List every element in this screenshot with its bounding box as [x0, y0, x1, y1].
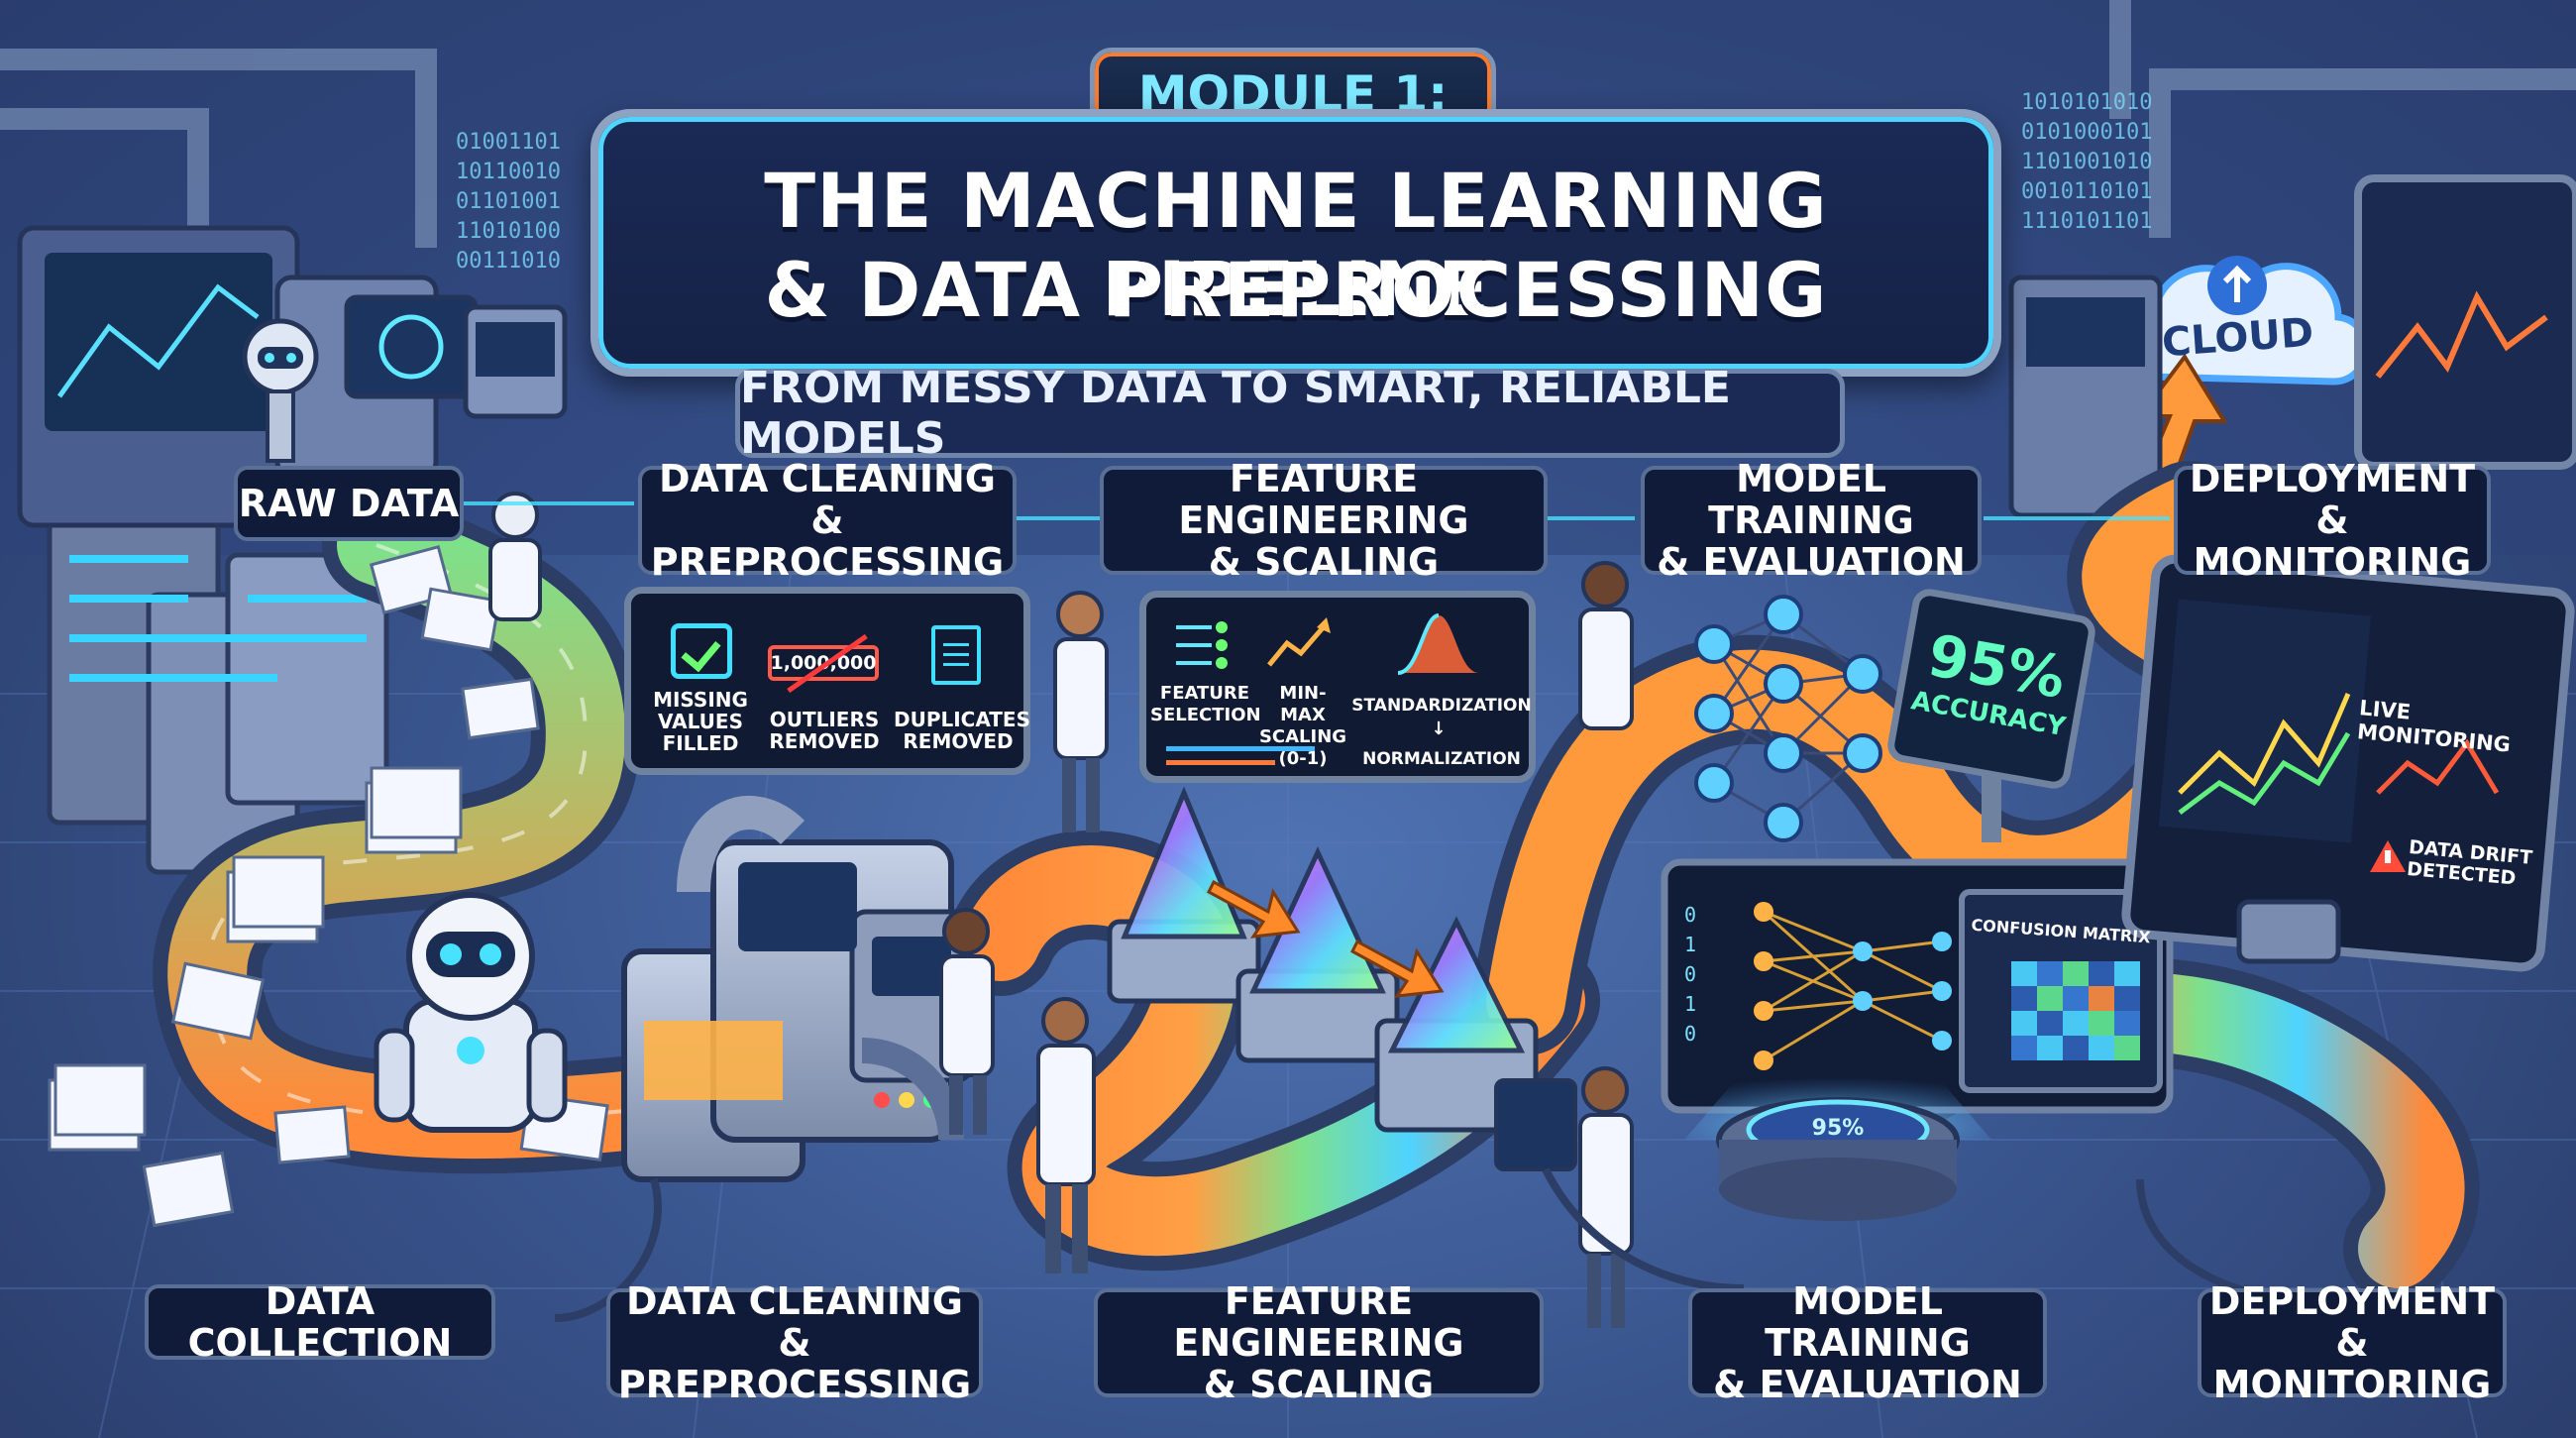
svg-text:0101000101: 0101000101 [2021, 120, 2152, 145]
top-stage-cleaning: DATA CLEANING & PREPROCESSING [638, 458, 1017, 583]
sensor-box [2236, 899, 2341, 964]
top-stage-cleaning-line2: & PREPROCESSING [650, 498, 1005, 584]
top-stage-training-line2: & EVALUATION [1657, 540, 1966, 584]
bell-curve-icon [1397, 613, 1479, 675]
svg-text:0: 0 [1684, 903, 1696, 927]
duplicates-label: DUPLICATES REMOVED [894, 709, 1030, 753]
missing-line1: MISSING [653, 688, 748, 712]
svg-text:0010110101: 0010110101 [2021, 179, 2152, 204]
robot-icon [374, 892, 568, 1133]
accuracy-sign [1887, 589, 2095, 842]
bottom-stage-deployment-line2: & MONITORING [2212, 1321, 2492, 1406]
top-stage-training-line1: MODEL TRAINING [1708, 457, 1914, 542]
check-icon [671, 623, 732, 679]
stage-connectors [461, 501, 2170, 520]
top-stage-training: MODEL TRAINING & EVALUATION [1641, 458, 1982, 583]
duplicates-line2: REMOVED [903, 729, 1014, 753]
selection-line2: SELECTION [1150, 705, 1261, 725]
cleaning-machine [621, 796, 974, 1182]
top-stage-feature-line2: & SCALING [1208, 540, 1440, 584]
top-stage-deployment-line2: & MONITORING [2193, 498, 2472, 584]
top-stage-cleaning-line1: DATA CLEANING [658, 457, 996, 500]
minmax-line2: SCALING [1258, 726, 1347, 747]
top-stage-feature: FEATURE ENGINEERING & SCALING [1100, 458, 1548, 583]
server-racks [17, 225, 389, 875]
top-stage-deployment: DEPLOYMENT & MONITORING [2174, 458, 2491, 583]
title-panel: THE MACHINE LEARNING PIPELINE & DATA PRE… [590, 109, 2001, 377]
subtitle: FROM MESSY DATA TO SMART, RELIABLE MODEL… [735, 363, 1845, 464]
bottom-stage-training-line2: & EVALUATION [1713, 1363, 2022, 1406]
wall-monitor-graph [2375, 290, 2548, 379]
binary-panel-left: 01001101 10110010 01101001 11010100 0011… [456, 130, 561, 274]
small-robot [242, 318, 319, 463]
svg-text:01101001: 01101001 [456, 189, 561, 214]
bottom-stage-feature-line2: & SCALING [1203, 1363, 1435, 1406]
bottom-stage-collection: DATA COLLECTION [145, 1280, 495, 1364]
svg-text:0: 0 [1684, 1022, 1696, 1046]
svg-text:1: 1 [1684, 992, 1696, 1016]
terminal-machine [274, 275, 568, 479]
svg-text:1110101101: 1110101101 [2021, 209, 2152, 234]
minmax-label: MIN-MAX SCALING (0-1) [1257, 683, 1348, 770]
svg-text:0: 0 [1684, 962, 1696, 986]
duplicates-line1: DUPLICATES [894, 708, 1030, 731]
cleaning-screen: MISSING VALUES FILLED 1,000,000 OUTLIERS… [624, 587, 1030, 775]
bottom-stage-feature: FEATURE ENGINEERING & SCALING [1094, 1280, 1544, 1405]
svg-text:01001101: 01001101 [456, 130, 561, 155]
down-arrow-icon: ↓ [1431, 719, 1447, 739]
hologram-pedestal [1684, 1070, 1991, 1221]
bottom-stage-training: MODEL TRAINING & EVALUATION [1688, 1280, 2047, 1405]
missing-line2: VALUES [658, 710, 743, 733]
bottom-stage-collection-line1: DATA COLLECTION [187, 1279, 453, 1365]
arrow-icon [1207, 879, 1445, 998]
feature-selection-label: FEATURE SELECTION [1150, 683, 1261, 726]
minmax-line1: MIN-MAX [1279, 683, 1327, 725]
binary-panel-right: 1010101010 0101000101 1101001010 0010110… [2021, 90, 2152, 234]
warning-icon [2370, 840, 2406, 872]
top-stage-raw-data-line1: RAW DATA [238, 482, 460, 525]
svg-text:10110010: 10110010 [456, 160, 561, 184]
svg-text:1: 1 [1684, 933, 1696, 956]
top-stage-deployment-line1: DEPLOYMENT [2189, 457, 2476, 500]
belt-collection-lines [205, 543, 635, 1122]
svg-text:00111010: 00111010 [456, 249, 561, 274]
top-stage-raw-data: RAW DATA [234, 466, 464, 541]
bottom-stage-cleaning: DATA CLEANING & PREPROCESSING [606, 1280, 983, 1405]
outliers-label: OUTLIERS REMOVED [765, 709, 884, 752]
hologram-value: 95% [1811, 1116, 1865, 1141]
minmax-line3: (0-1) [1278, 748, 1328, 769]
missing-line3: FILLED [662, 731, 739, 755]
bottom-stage-training-line1: MODEL TRAINING [1765, 1279, 1971, 1365]
paper-stacks [48, 544, 609, 1228]
bottom-stage-deployment-line1: DEPLOYMENT [2208, 1279, 2496, 1323]
normalization-label: NORMALIZATION [1362, 749, 1521, 769]
feature-list-icon [1176, 619, 1235, 675]
trend-up-icon [1267, 617, 1331, 667]
bottom-stage-cleaning-line2: & PREPROCESSING [617, 1321, 972, 1406]
confusion-matrix-grid [2011, 961, 2140, 1060]
scientist-figures [488, 492, 1634, 1328]
feature-bar-1 [1166, 746, 1315, 751]
feature-screen: FEATURE SELECTION MIN-MAX SCALING (0-1) … [1139, 591, 1536, 783]
svg-text:1101001010: 1101001010 [2021, 150, 2152, 174]
svg-text:11010100: 11010100 [456, 219, 561, 244]
missing-values-label: MISSING VALUES FILLED [641, 689, 760, 754]
monitoring-screen [2121, 554, 2575, 972]
selection-line1: FEATURE [1159, 683, 1250, 704]
svg-text:1010101010: 1010101010 [2021, 90, 2152, 115]
outliers-line2: REMOVED [769, 729, 880, 753]
bottom-stage-deployment: DEPLOYMENT & MONITORING [2198, 1280, 2507, 1405]
top-stage-feature-line1: FEATURE ENGINEERING [1178, 457, 1469, 542]
neural-network-icon [1694, 595, 1882, 842]
title-line-1: THE MACHINE LEARNING PIPELINE [764, 157, 1828, 333]
standardization-label: STANDARDIZATION [1351, 696, 1532, 716]
document-icon [931, 625, 981, 685]
outliers-line1: OUTLIERS [769, 708, 880, 731]
title-line-2: & DATA PREPROCESSING [764, 246, 1828, 334]
accuracy-display: 95% ACCURACY [1894, 601, 2089, 791]
bottom-stage-cleaning-line1: DATA CLEANING [625, 1279, 963, 1323]
feature-bar-2 [1166, 760, 1275, 765]
bottom-stage-feature-line1: FEATURE ENGINEERING [1173, 1279, 1464, 1365]
